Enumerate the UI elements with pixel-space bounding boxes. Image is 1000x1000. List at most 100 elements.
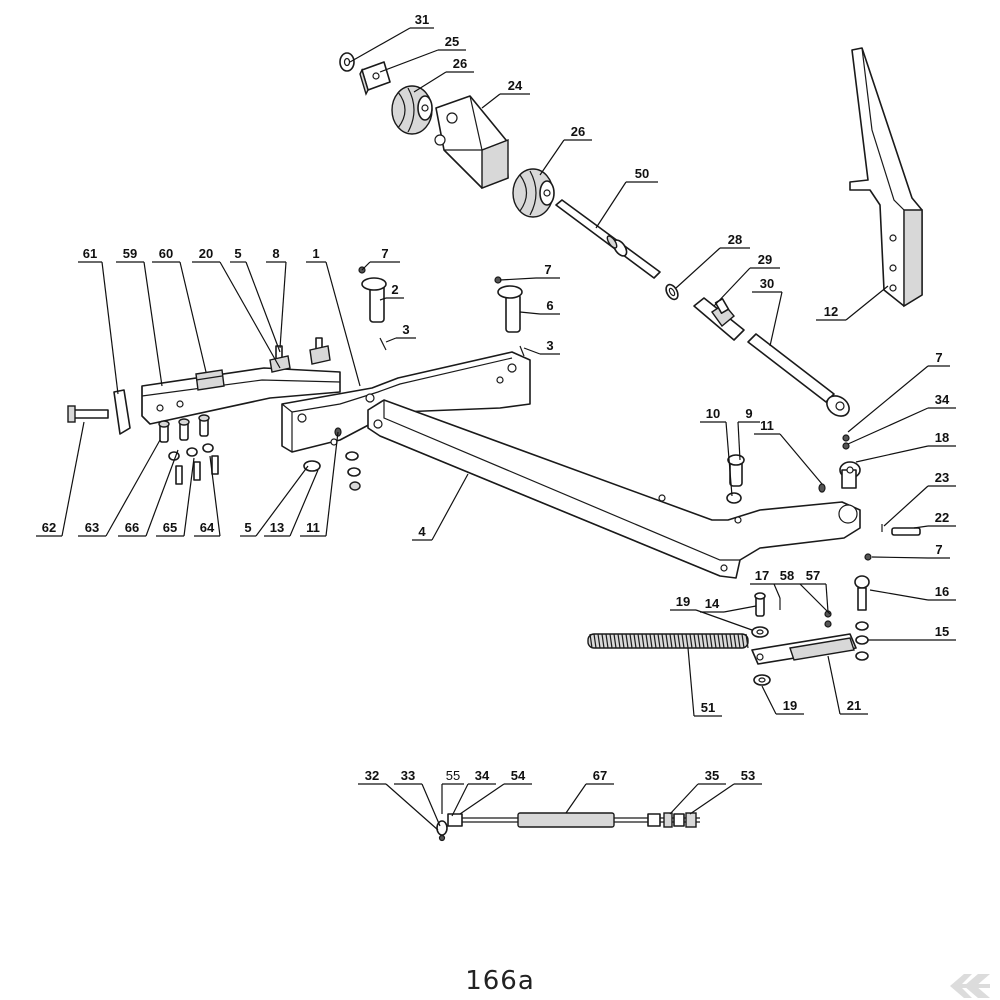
part-61-plate xyxy=(113,389,131,435)
callout-2: 2 xyxy=(391,282,398,297)
callout-15: 15 xyxy=(935,624,949,639)
part-29-joint xyxy=(693,297,745,341)
callout-leader xyxy=(361,261,371,271)
callout-6: 6 xyxy=(546,298,553,313)
part-62-bolt xyxy=(67,405,109,423)
callout-leader xyxy=(695,609,753,631)
callout-64: 64 xyxy=(200,520,215,535)
callout-leader xyxy=(725,421,733,497)
callout-58: 58 xyxy=(780,568,794,583)
callout-leader xyxy=(349,27,411,63)
callout-leader xyxy=(869,589,929,601)
part-1-frame xyxy=(281,351,531,453)
callout-leader xyxy=(845,285,889,321)
part-7-clip-right xyxy=(864,553,872,561)
callout-leader xyxy=(847,365,929,433)
part-65-stud xyxy=(198,414,210,437)
callout-3: 3 xyxy=(402,322,409,337)
part-26-bushing-lower xyxy=(512,168,555,218)
part-66-stud xyxy=(178,418,190,441)
callout-leader xyxy=(713,267,751,307)
leader-lines xyxy=(36,27,956,831)
callout-leader xyxy=(145,449,179,537)
callout-7: 7 xyxy=(381,246,388,261)
callout-23: 23 xyxy=(935,470,949,485)
callout-19: 19 xyxy=(783,698,797,713)
callout-50: 50 xyxy=(635,166,649,181)
callout-57: 57 xyxy=(806,568,820,583)
callout-65: 65 xyxy=(163,520,177,535)
callout-60: 60 xyxy=(159,246,173,261)
callout-leader xyxy=(481,93,501,109)
callout-55: 55 xyxy=(446,768,460,783)
callout-34: 34 xyxy=(935,392,950,407)
callout-leader xyxy=(431,473,469,541)
callout-21: 21 xyxy=(847,698,861,713)
callout-leader xyxy=(913,525,929,529)
part-30-tie-rod xyxy=(747,333,850,417)
callout-leader xyxy=(179,261,207,373)
callout-leader xyxy=(209,455,221,537)
callout-leader xyxy=(379,297,387,301)
callout-leader xyxy=(143,261,163,387)
callout-61: 61 xyxy=(83,246,97,261)
part-26-bushing-upper xyxy=(391,85,433,135)
part-15-nuts xyxy=(855,621,869,661)
callout-leader xyxy=(539,139,565,176)
callout-3: 3 xyxy=(546,338,553,353)
callout-35: 35 xyxy=(705,768,719,783)
callout-leader xyxy=(565,783,587,814)
callout-leader xyxy=(761,685,777,715)
callout-63: 63 xyxy=(85,520,99,535)
callout-66: 66 xyxy=(125,520,139,535)
callout-30: 30 xyxy=(760,276,774,291)
callout-12: 12 xyxy=(824,304,838,319)
callout-26: 26 xyxy=(571,124,585,139)
callout-18: 18 xyxy=(935,430,949,445)
brand-logo-icon xyxy=(950,974,990,998)
figure-label: 166a xyxy=(465,966,535,996)
part-22-pin xyxy=(881,524,921,536)
part-28-washer xyxy=(665,283,679,301)
callout-25: 25 xyxy=(445,34,459,49)
parts-drawing xyxy=(67,47,923,842)
callout-leader xyxy=(799,583,831,615)
callout-leader xyxy=(519,311,541,315)
callout-leader xyxy=(451,783,469,817)
callout-4: 4 xyxy=(418,524,426,539)
callout-14: 14 xyxy=(705,596,720,611)
callout-leader xyxy=(773,583,781,599)
callout-13: 13 xyxy=(270,520,284,535)
part-50-bolt xyxy=(555,199,661,279)
part-14-pin xyxy=(754,592,766,617)
callout-5: 5 xyxy=(234,246,241,261)
callout-22: 22 xyxy=(935,510,949,525)
callout-leader xyxy=(737,421,741,461)
part-24-bracket xyxy=(434,95,509,190)
callout-leader xyxy=(827,655,841,715)
callout-leader xyxy=(459,783,505,815)
callout-16: 16 xyxy=(935,584,949,599)
callout-53: 53 xyxy=(741,768,755,783)
callout-leader xyxy=(105,439,161,537)
callout-leader xyxy=(499,277,537,281)
callout-62: 62 xyxy=(42,520,56,535)
callout-leader xyxy=(289,469,319,537)
callout-20: 20 xyxy=(199,246,213,261)
callout-leader xyxy=(769,291,783,347)
callout-leader xyxy=(855,445,929,463)
callout-33: 33 xyxy=(401,768,415,783)
callout-leader xyxy=(675,247,721,289)
callout-67: 67 xyxy=(593,768,607,783)
callout-leader xyxy=(325,431,339,537)
callout-leader xyxy=(279,261,287,349)
callout-19: 19 xyxy=(676,594,690,609)
callout-leader xyxy=(245,261,281,353)
callout-28: 28 xyxy=(728,232,742,247)
callout-10: 10 xyxy=(706,406,720,421)
callout-59: 59 xyxy=(123,246,137,261)
callout-9: 9 xyxy=(745,406,752,421)
part-57-58-small xyxy=(779,598,832,628)
part-11-clip xyxy=(334,427,826,493)
